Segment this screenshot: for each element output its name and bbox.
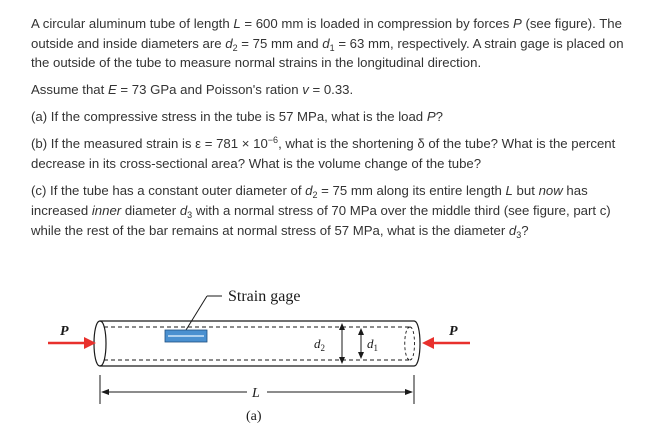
tube-left-end	[93, 320, 101, 367]
bore-right-hidden-end	[404, 326, 411, 361]
subscript: 3	[516, 229, 522, 240]
math-symbol: inner	[91, 202, 122, 218]
inner-diameter-arrowhead-bottom	[358, 352, 364, 359]
problem-paragraph: (b) If the measured strain is ε = 781 × …	[31, 134, 643, 174]
problem-paragraph: Assume that E = 73 GPa and Poisson's rat…	[31, 80, 643, 100]
right-force-label: P	[449, 324, 458, 339]
text-run: (a) If the compressive stress in the tub…	[31, 108, 427, 124]
right-force-arrowhead	[422, 337, 434, 349]
text-run: = 600 mm is loaded in compression by for…	[240, 16, 513, 31]
problem-paragraph: A circular aluminum tube of length L = 6…	[31, 14, 643, 73]
superscript: −6	[267, 134, 279, 145]
subscript: 3	[187, 209, 193, 220]
text-run: has increased	[31, 182, 588, 218]
text-run: (see figure). The outside and inside dia…	[31, 16, 622, 51]
bore-right-inner-ellipse	[409, 326, 415, 361]
math-symbol: v	[302, 81, 309, 97]
tube-left-end-back	[99, 320, 107, 367]
strain-gage-pad	[164, 329, 208, 343]
strain-gage-label: Strain gage	[228, 288, 300, 305]
figure-part-label: (a)	[246, 409, 262, 424]
text-run: = 63 mm, respectively. A strain gage is …	[31, 35, 624, 71]
text-run: = 75 mm and	[237, 35, 323, 51]
math-symbol: P	[512, 16, 522, 31]
math-symbol: now	[538, 182, 563, 198]
subscript: 1	[329, 42, 335, 53]
length-arrowhead-right	[405, 389, 413, 395]
outer-diameter-label: d2	[314, 336, 325, 353]
text-run: with a normal stress of 70 MPa over the …	[31, 202, 611, 238]
text-run: A circular aluminum tube of length	[31, 16, 234, 31]
strain-gage-leader	[185, 295, 208, 331]
text-run: , what is the shortening δ of the tube? …	[31, 135, 616, 171]
math-symbol: d	[179, 202, 188, 218]
problem-paragraph: (c) If the tube has a constant outer dia…	[31, 181, 643, 241]
left-force-label: P	[60, 324, 69, 339]
text-run: diameter	[121, 202, 180, 218]
length-label: L	[251, 386, 260, 401]
left-force-arrowhead	[84, 337, 96, 349]
text-run: = 75 mm along its entire length	[317, 182, 506, 198]
text-run: (b) If the measured strain is ε = 781 × …	[31, 135, 268, 151]
subscript: 2	[312, 189, 318, 200]
text-run: = 73 GPa and Poisson's ration	[116, 81, 303, 97]
math-symbol: L	[233, 16, 241, 31]
text-run: (c) If the tube has a constant outer dia…	[31, 182, 306, 198]
inner-diameter-label: d1	[367, 336, 378, 353]
text-run: = 0.33.	[308, 81, 354, 97]
text-run: ?	[521, 222, 529, 238]
text-run: ?	[435, 108, 443, 124]
tube-right-end	[413, 320, 421, 367]
problem-paragraph: (a) If the compressive stress in the tub…	[31, 107, 643, 127]
subscript: 2	[232, 42, 238, 53]
length-arrowhead-left	[101, 389, 109, 395]
text-run: but	[512, 182, 539, 198]
math-symbol: d	[508, 222, 517, 238]
outer-diameter-arrowhead-bottom	[339, 357, 345, 364]
math-symbol: d	[225, 35, 233, 51]
problem-statement: A circular aluminum tube of length L = 6…	[31, 14, 643, 248]
math-symbol: E	[107, 81, 117, 97]
math-symbol: d	[305, 182, 313, 198]
math-symbol: P	[426, 108, 436, 124]
math-symbol: L	[505, 182, 513, 198]
outer-diameter-arrowhead-top	[339, 323, 345, 330]
inner-diameter-arrowhead-top	[358, 328, 364, 335]
math-symbol: d	[322, 35, 330, 51]
text-run: Assume that	[31, 81, 108, 97]
